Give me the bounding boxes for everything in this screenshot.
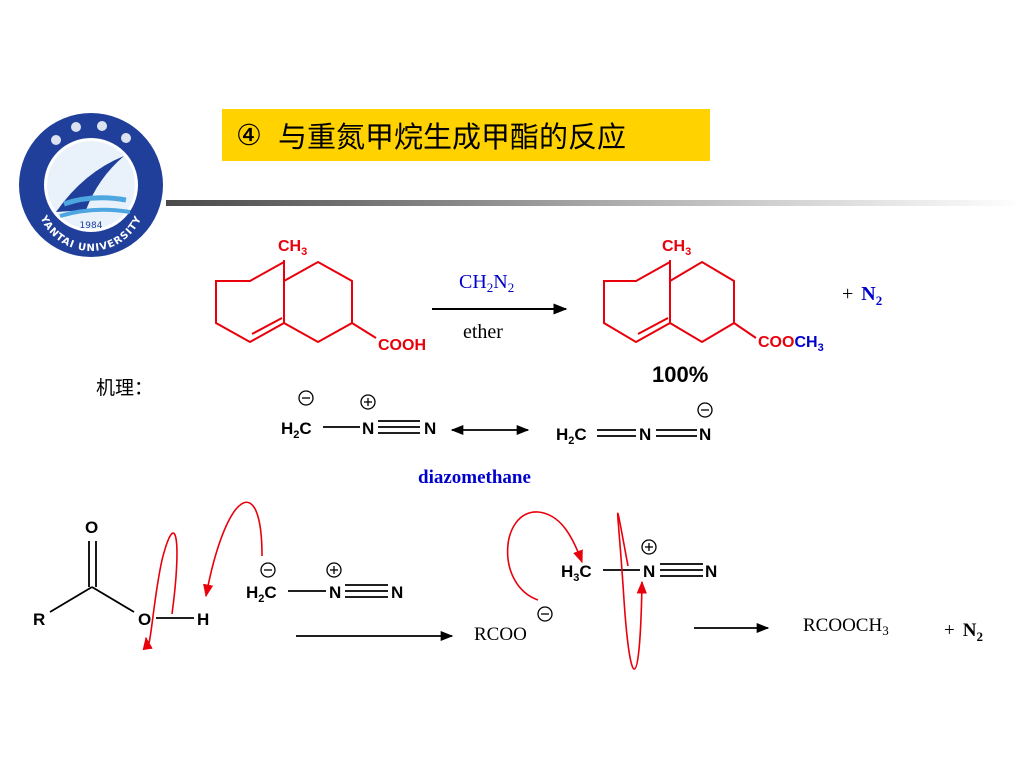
product-structure <box>603 260 757 344</box>
mechanism-label: 机理： <box>96 377 153 399</box>
methyl-ch3: H3C <box>561 562 592 584</box>
electron-arrow-cn-bond <box>616 512 647 670</box>
methyl-n2: N <box>705 562 717 581</box>
carboxylate-label: RCOO <box>474 624 527 645</box>
methyl-n1: N <box>643 562 655 581</box>
carboxylic-acid: O R O H <box>33 518 209 629</box>
yield-label: 100% <box>652 362 708 387</box>
resonance-right-n2: N <box>699 425 711 444</box>
methyldiazonium: H3C N N <box>561 539 717 584</box>
reactant-acid-label: COOH <box>378 337 426 354</box>
diazomethane-label: diazomethane <box>418 467 531 488</box>
title-text: 与重氮甲烷生成甲酯的反应 <box>278 120 627 154</box>
acid-h: H <box>197 610 209 629</box>
resonance-right: H2C N N <box>556 402 713 447</box>
reactant-structure <box>215 260 377 344</box>
step-diazomethane: H2C N N <box>246 562 403 605</box>
resonance-right-n1: N <box>639 425 651 444</box>
product-ester-label: COOCH3 <box>758 334 824 354</box>
nitrogen-byproduct: +N2 <box>842 283 882 308</box>
resonance-left: H2C N N <box>281 390 436 441</box>
electron-arrow-oh-bond <box>142 532 178 651</box>
university-seal-logo: 1984 YANTAI UNIVERSITY <box>16 110 166 260</box>
title-marker: ④ <box>236 118 262 152</box>
acid-carbonyl-o: O <box>85 518 98 537</box>
step-n2: N <box>391 583 403 602</box>
reagent-label: CH2N2 <box>459 271 514 295</box>
resonance-left-n1: N <box>362 419 374 438</box>
resonance-left-ch2: H2C <box>281 419 312 441</box>
electron-arrow-carboxylate-to-methyl <box>506 511 583 601</box>
product-methyl-label: CH3 <box>662 238 691 258</box>
final-product-label: RCOOCH3 <box>803 615 889 638</box>
title-divider-line <box>166 200 1024 206</box>
step-ch2: H2C <box>246 583 277 605</box>
acid-r-group: R <box>33 610 45 629</box>
acid-hydroxyl-o: O <box>138 610 151 629</box>
seal-year: 1984 <box>80 221 103 231</box>
solvent-label: ether <box>463 321 503 343</box>
electron-arrow-carbanion-to-h <box>203 501 263 598</box>
final-nitrogen-label: +N2 <box>944 620 983 644</box>
resonance-left-n2: N <box>424 419 436 438</box>
reactant-methyl-label: CH3 <box>278 238 307 258</box>
slide-title: ④ 与重氮甲烷生成甲酯的反应 <box>222 109 710 161</box>
resonance-right-ch2: H2C <box>556 425 587 447</box>
step-n1: N <box>329 583 341 602</box>
